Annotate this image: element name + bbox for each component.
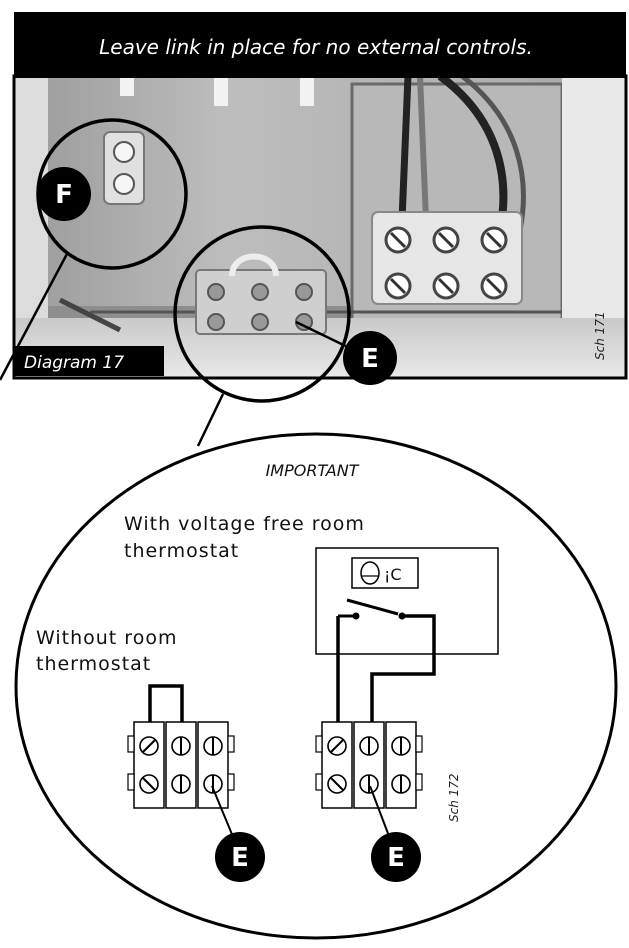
magnifier-ring	[173, 225, 351, 403]
banner-text: Leave link in place for no external cont…	[99, 35, 533, 59]
detail-ellipse	[14, 432, 618, 940]
terminal-block-with-thermostat	[315, 721, 423, 809]
diagram-caption: Diagram 17	[14, 346, 164, 376]
callout-badge-e-left-label: E	[231, 843, 249, 873]
room-thermostat-box: ¡C	[315, 547, 499, 655]
junction-box-photo	[14, 72, 626, 378]
instruction-banner: Leave link in place for no external cont…	[14, 12, 626, 78]
without-thermostat-label-line2: thermostat	[36, 653, 151, 675]
without-thermostat-label-line1: Without room	[36, 627, 177, 649]
callout-badge-e-right: E	[371, 832, 421, 882]
callout-badge-f-label: F	[55, 180, 73, 210]
callout-badge-e-left: E	[215, 832, 265, 882]
callout-badge-e-photo-label: E	[361, 344, 379, 374]
callout-leader-f	[0, 251, 70, 381]
callout-badge-e-photo: E	[343, 331, 397, 385]
callout-badge-f: F	[37, 167, 91, 221]
callout-badge-e-right-label: E	[387, 843, 405, 873]
thermometer-icon	[360, 561, 380, 585]
control-terminal-block-photo	[195, 253, 327, 335]
thermostat-symbol: ¡C	[384, 565, 402, 584]
fuse-terminal-photo	[103, 131, 145, 205]
terminal-block-no-thermostat	[127, 721, 235, 809]
switch-contact	[346, 598, 399, 616]
link-wire	[148, 684, 184, 722]
with-thermostat-label-line1: With voltage free room	[124, 513, 365, 535]
mains-terminal-block	[371, 211, 523, 305]
diagram-caption-text: Diagram 17	[24, 353, 124, 373]
important-heading: IMPORTANT	[266, 461, 360, 480]
magnifier-leader	[196, 393, 225, 447]
photo-ref-label: Sch 171	[593, 311, 607, 360]
thermostat-wire-right	[370, 614, 436, 722]
with-thermostat-label-line2: thermostat	[124, 540, 239, 562]
detail-ref-label: Sch 172	[447, 773, 461, 822]
